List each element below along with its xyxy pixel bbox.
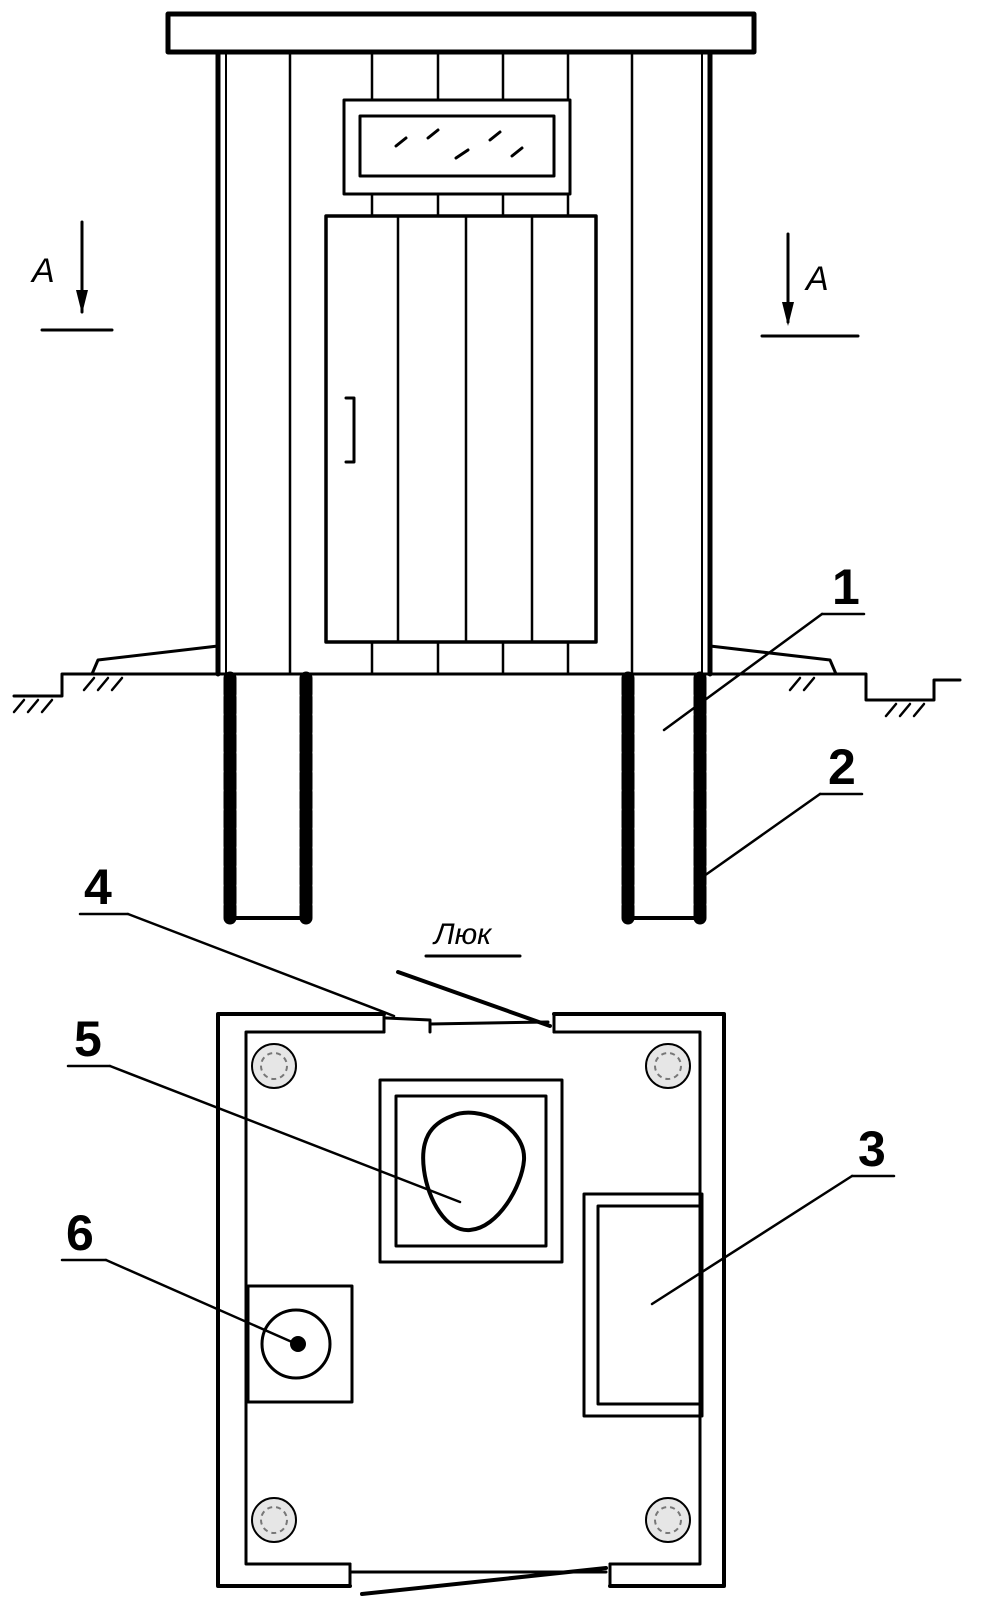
plan-outer-wall bbox=[216, 1012, 726, 1588]
hatch-lid bbox=[396, 970, 552, 1028]
wall-planks bbox=[288, 50, 634, 676]
glass-glint-marks bbox=[394, 128, 524, 160]
callout-6-number: 6 bbox=[66, 1205, 94, 1261]
callout-1-number: 1 bbox=[832, 559, 860, 615]
ground-line bbox=[12, 672, 962, 718]
roof bbox=[165, 11, 757, 55]
door-leaf bbox=[360, 1566, 608, 1596]
corner-post-bottom-left bbox=[251, 1497, 297, 1543]
callout-2-number: 2 bbox=[828, 739, 856, 795]
callout-4-number: 4 bbox=[84, 859, 112, 915]
corner-post-bottom-right bbox=[645, 1497, 691, 1543]
callout-5: 5 bbox=[66, 1011, 462, 1204]
plan-inner-wall bbox=[244, 1030, 702, 1566]
door-handle bbox=[344, 396, 356, 464]
front-elevation: A A 1 2 bbox=[12, 11, 962, 925]
pit-left bbox=[223, 671, 313, 925]
hatch-opening: Люк bbox=[382, 918, 556, 1034]
plan-view: Люк bbox=[60, 859, 896, 1596]
door bbox=[324, 214, 598, 644]
section-mark-left: A bbox=[30, 220, 114, 332]
pit-right bbox=[621, 671, 707, 925]
toilet-seat bbox=[378, 1078, 564, 1264]
corner-post-top-left bbox=[251, 1043, 297, 1089]
seat-opening bbox=[421, 1110, 527, 1233]
vent-pipe bbox=[246, 1284, 354, 1404]
storage-box bbox=[582, 1192, 704, 1418]
window bbox=[342, 98, 572, 196]
callout-3-number: 3 bbox=[858, 1121, 886, 1177]
hatch-label: Люк bbox=[432, 918, 493, 951]
corner-post-top-right bbox=[645, 1043, 691, 1089]
base-slabs bbox=[90, 644, 838, 676]
callout-6: 6 bbox=[60, 1205, 294, 1344]
section-mark-left-label: A bbox=[30, 252, 55, 290]
callout-3: 3 bbox=[650, 1121, 896, 1306]
callout-1: 1 bbox=[662, 559, 866, 732]
door-opening bbox=[348, 1562, 612, 1596]
ground-hatching bbox=[12, 676, 926, 718]
section-mark-right-label: A bbox=[804, 260, 829, 298]
section-mark-right: A bbox=[760, 232, 860, 338]
callout-5-number: 5 bbox=[74, 1011, 102, 1067]
callout-4: 4 bbox=[78, 859, 396, 1018]
callout-2: 2 bbox=[702, 739, 864, 878]
walls bbox=[215, 49, 713, 677]
